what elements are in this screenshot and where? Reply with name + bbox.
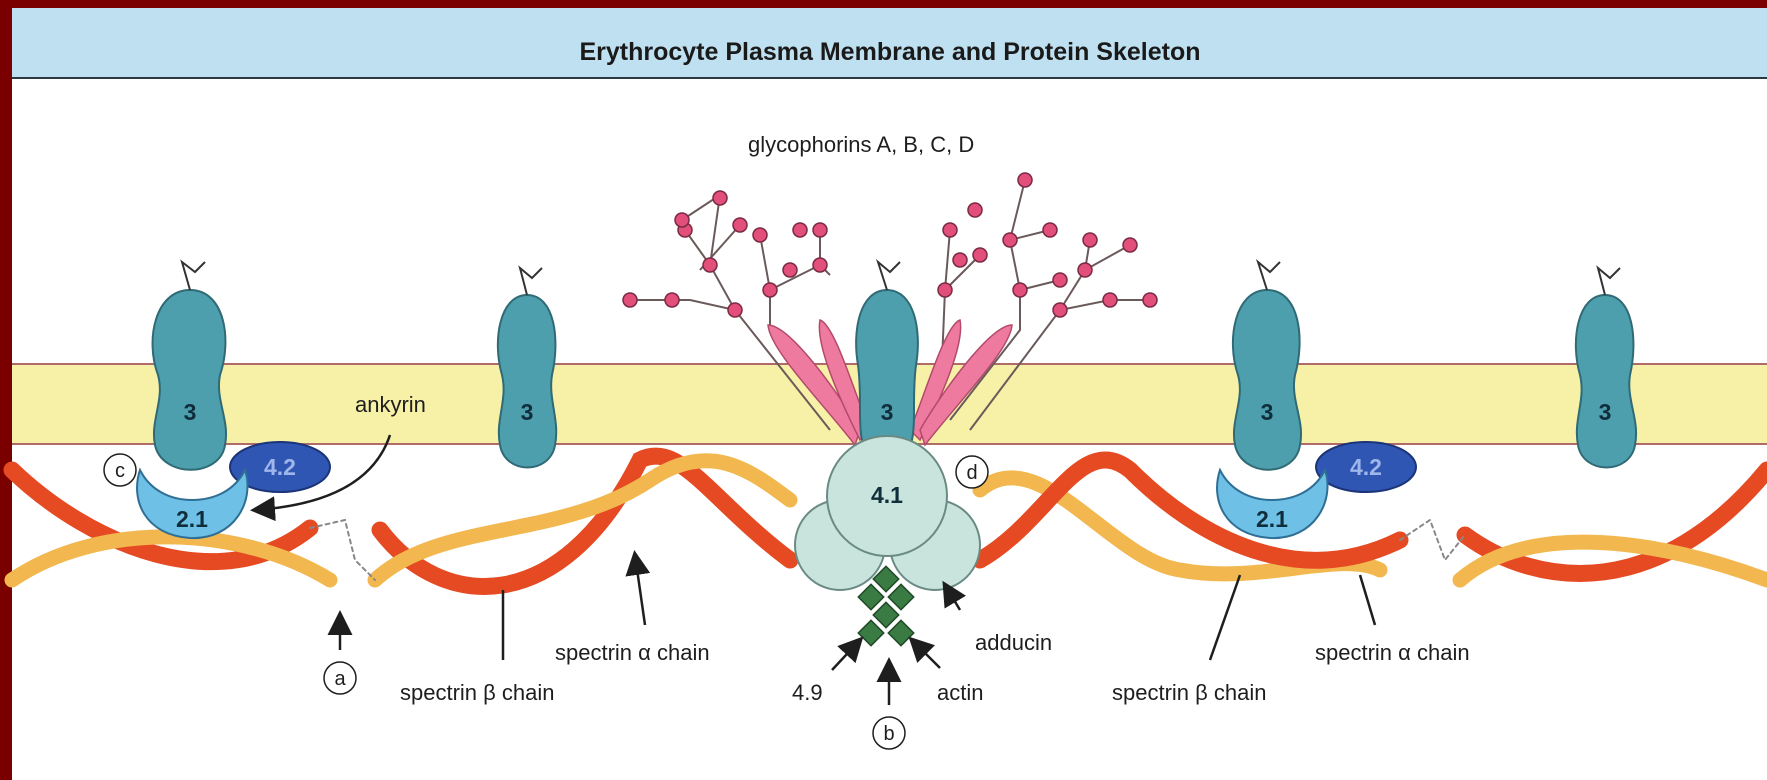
band3-label-2: 3 [521,399,534,425]
band3-label-1: 3 [184,399,197,425]
band4-2-label-right: 4.2 [1350,454,1382,480]
band3-protein-1 [153,290,227,470]
circle-c-letter: c [115,460,125,482]
adducin-label: adducin [975,630,1052,655]
band3-label-4: 3 [1261,399,1274,425]
band3-protein-2 [498,295,556,468]
band3-protein-4 [1233,290,1301,470]
spectrin-beta-label-left: spectrin β chain [400,680,555,705]
band4-2-label-left: 4.2 [264,454,296,480]
glycophorins-label: glycophorins A, B, C, D [748,132,974,157]
circle-a-letter: a [334,668,346,690]
spectrin-alpha-label-left: spectrin α chain [555,640,710,665]
circle-b-letter: b [883,723,894,745]
spectrin-beta-label-right: spectrin β chain [1112,680,1267,705]
band4-9-label: 4.9 [792,680,823,705]
band3-protein-5 [1576,295,1636,468]
band4-1-label: 4.1 [871,482,903,508]
actin-label: actin [937,680,983,705]
band3-label-3: 3 [881,399,894,425]
spectrin-alpha-label-right: spectrin α chain [1315,640,1470,665]
band2-1-label-left: 2.1 [176,506,208,532]
diagram-title: Erythrocyte Plasma Membrane and Protein … [579,38,1200,66]
band3-label-5: 3 [1599,399,1612,425]
band2-1-label-right: 2.1 [1256,506,1288,532]
ankyrin-label: ankyrin [355,392,426,417]
circle-d-letter: d [966,462,977,484]
band3-protein-3 [856,290,918,455]
